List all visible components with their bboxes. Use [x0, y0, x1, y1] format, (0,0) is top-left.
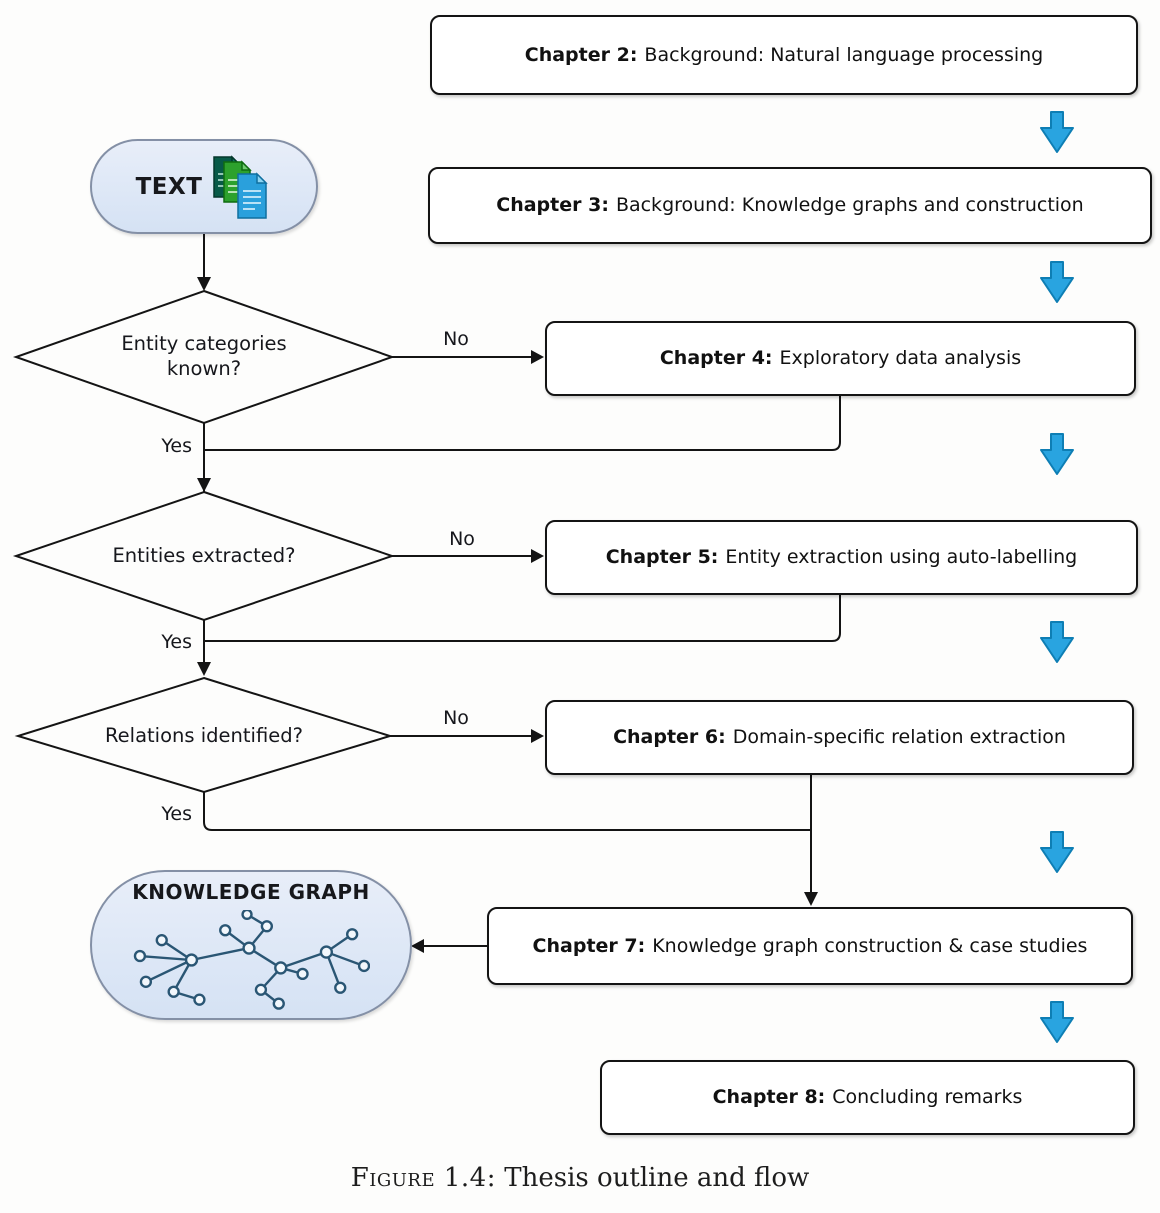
arrowhead-into-chapter5	[531, 549, 544, 563]
arrowhead-into-decision3	[197, 662, 211, 676]
chapter-8-box: Chapter 8: Concluding remarks	[600, 1060, 1135, 1135]
chapter-3-box: Chapter 3: Background: Knowledge graphs …	[428, 167, 1152, 244]
chapter-7-box: Chapter 7: Knowledge graph construction …	[487, 907, 1133, 985]
decision3-label: Relations identified?	[105, 724, 303, 747]
chapter-7-title: Knowledge graph construction & case stud…	[652, 934, 1088, 957]
arrowhead-into-decision2	[197, 478, 211, 492]
chapter-2-box: Chapter 2: Background: Natural language …	[430, 15, 1138, 95]
chapter-4-title: Exploratory data analysis	[779, 347, 1022, 370]
decision2-diamond	[12, 490, 396, 622]
documents-icon	[213, 154, 269, 219]
edge-label-yes-3: Yes	[161, 803, 192, 825]
chapter-8-prefix: Chapter 8:	[712, 1086, 826, 1109]
edge-label-no-2: No	[449, 528, 475, 550]
figure-caption-text: Thesis outline and flow	[504, 1163, 810, 1193]
down-arrow-icon-4	[1040, 621, 1074, 663]
terminal-kg-label: KNOWLEDGE GRAPH	[132, 880, 370, 904]
edge-chapter4-return	[204, 394, 841, 451]
down-arrow-icon-5	[1040, 831, 1074, 873]
decision1-label: Entity categories known?	[121, 332, 287, 380]
edge-label-yes-1: Yes	[161, 435, 192, 457]
edge-label-no-1: No	[443, 328, 469, 350]
decision1-diamond	[12, 289, 396, 425]
edge-label-yes-2: Yes	[161, 631, 192, 653]
network-graph-icon	[133, 910, 370, 1010]
chapter-6-prefix: Chapter 6:	[613, 726, 726, 749]
chapter-2-prefix: Chapter 2:	[524, 43, 638, 66]
chapter-4-box: Chapter 4: Exploratory data analysis	[545, 321, 1136, 396]
arrowhead-into-chapter7	[804, 892, 818, 906]
figure-caption-number: Figure 1.4:	[350, 1163, 496, 1193]
chapter-5-box: Chapter 5: Entity extraction using auto-…	[545, 520, 1138, 595]
arrowhead-into-chapter4	[531, 350, 544, 364]
chapter-7-prefix: Chapter 7:	[532, 934, 646, 957]
chapter-3-title: Background: Knowledge graphs and constru…	[615, 194, 1084, 217]
edge-label-no-3: No	[443, 707, 469, 729]
chapter-5-title: Entity extraction using auto-labelling	[725, 546, 1078, 569]
arrowhead-into-kg	[411, 939, 424, 953]
edge-chapter5-return	[204, 593, 841, 642]
down-arrow-icon-2	[1040, 261, 1074, 303]
chapter-8-title: Concluding remarks	[832, 1086, 1023, 1109]
edge-decision3-yes	[203, 792, 811, 831]
decision2-label: Entities extracted?	[112, 544, 296, 567]
chapter-6-box: Chapter 6: Domain-specific relation extr…	[545, 700, 1134, 775]
chapter-4-prefix: Chapter 4:	[659, 347, 773, 370]
chapter-2-title: Background: Natural language processing	[644, 43, 1044, 66]
down-arrow-icon-1	[1040, 111, 1074, 153]
down-arrow-icon-3	[1040, 433, 1074, 475]
chapter-3-prefix: Chapter 3:	[496, 194, 609, 217]
figure-caption: Figure 1.4: Thesis outline and flow	[0, 1163, 1160, 1193]
terminal-knowledge-graph: KNOWLEDGE GRAPH	[90, 870, 412, 1020]
decision3-diamond	[14, 676, 394, 794]
terminal-text-label: TEXT	[135, 173, 203, 200]
terminal-text: TEXT	[90, 139, 318, 234]
chapter-5-prefix: Chapter 5:	[605, 546, 719, 569]
down-arrow-icon-6	[1040, 1001, 1074, 1043]
chapter-6-title: Domain-specific relation extraction	[732, 726, 1066, 749]
arrowhead-into-chapter6	[531, 729, 544, 743]
arrowhead-into-decision1	[197, 277, 211, 291]
